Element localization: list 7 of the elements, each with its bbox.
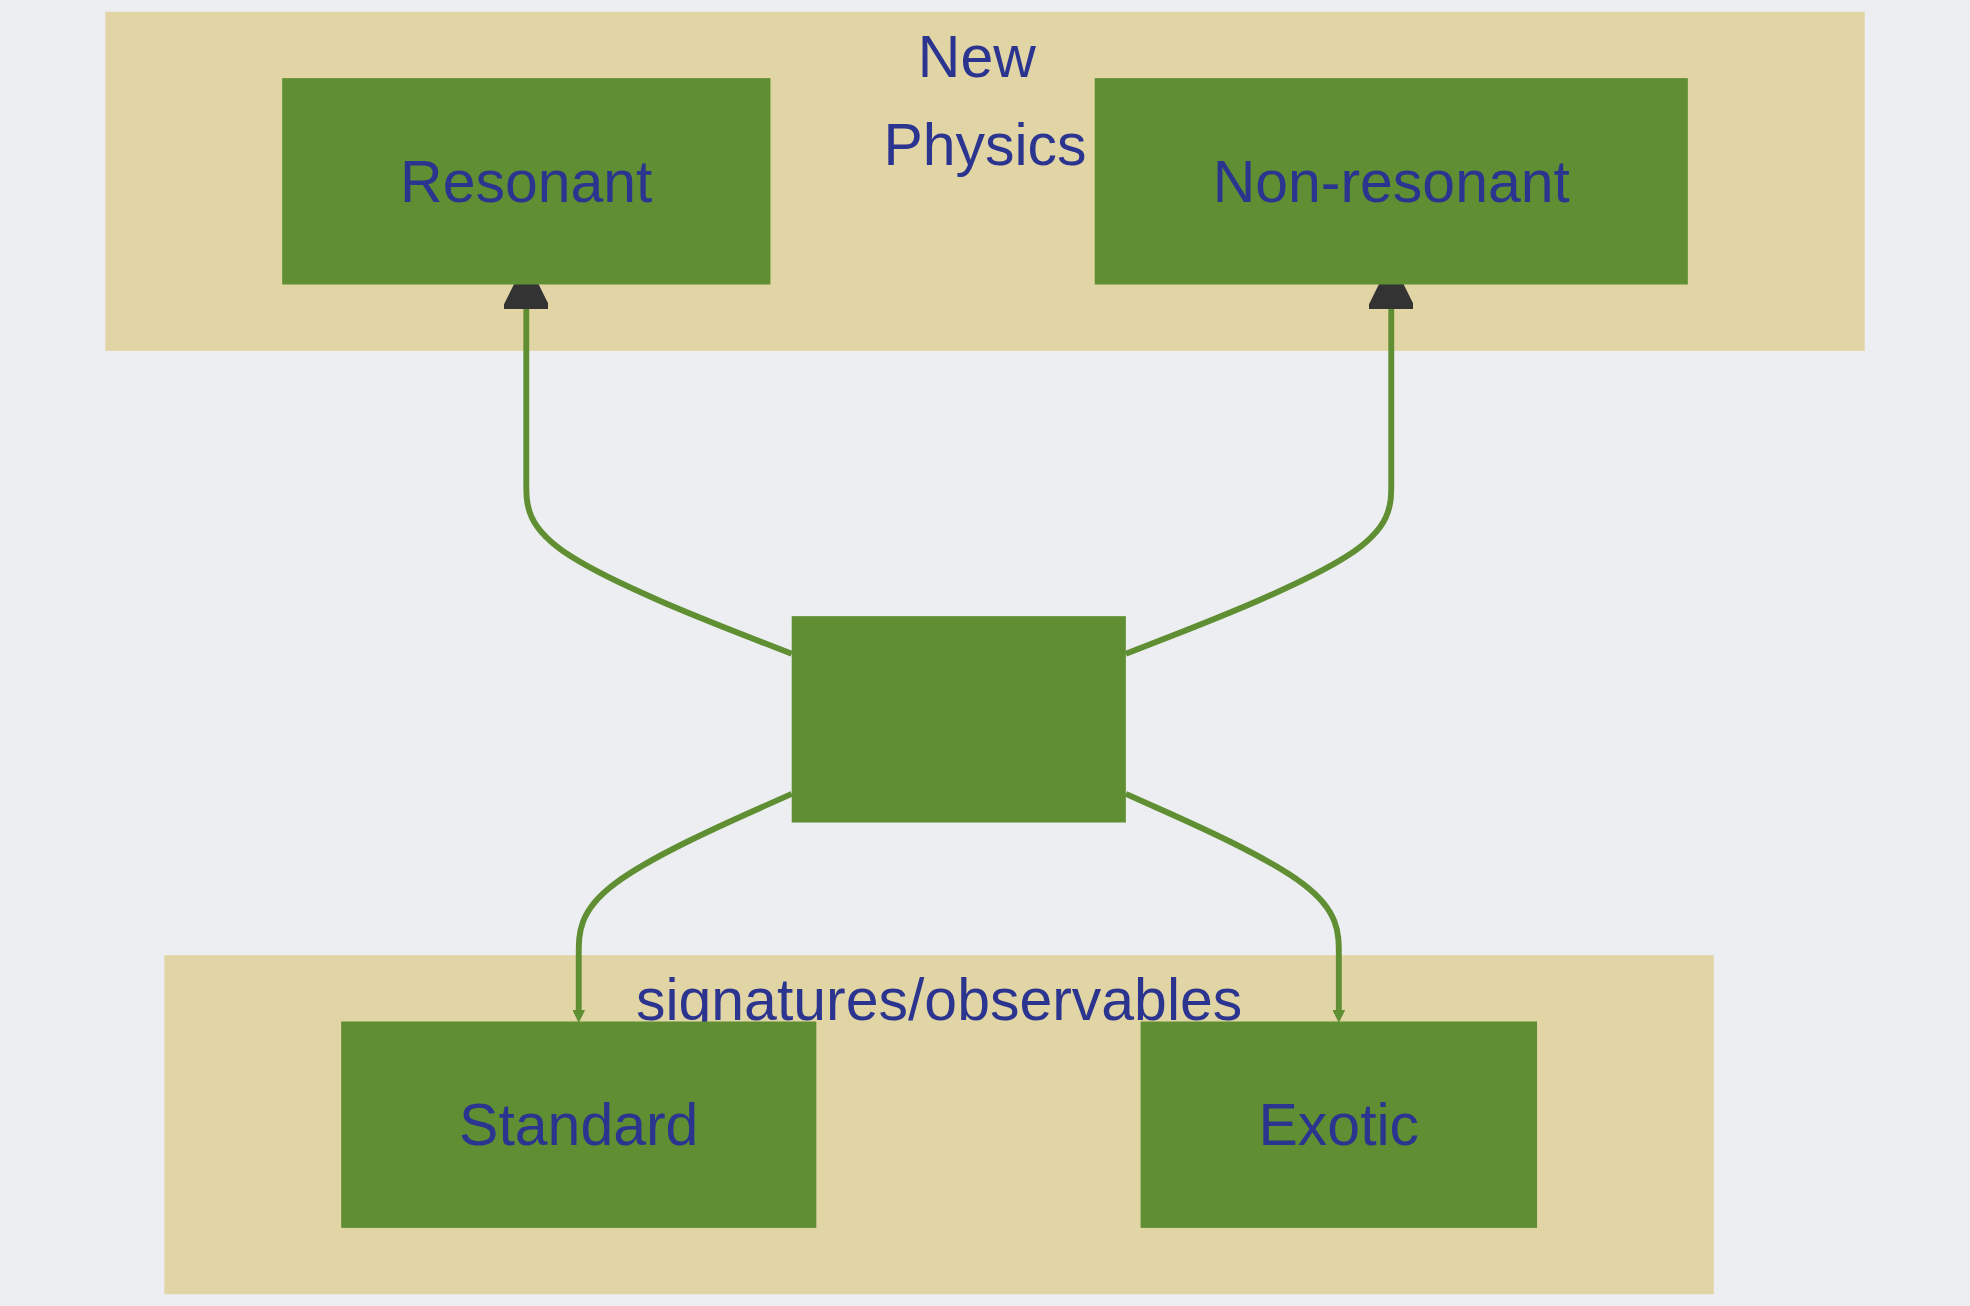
node-box: Exotic (1140, 1021, 1538, 1228)
node-box (791, 616, 1126, 823)
node-box: Standard (341, 1021, 817, 1228)
arrow (572, 791, 793, 1023)
arrow (1124, 791, 1346, 1023)
node-box: Non-resonant (1094, 78, 1688, 285)
node-box: Resonant (282, 78, 771, 285)
